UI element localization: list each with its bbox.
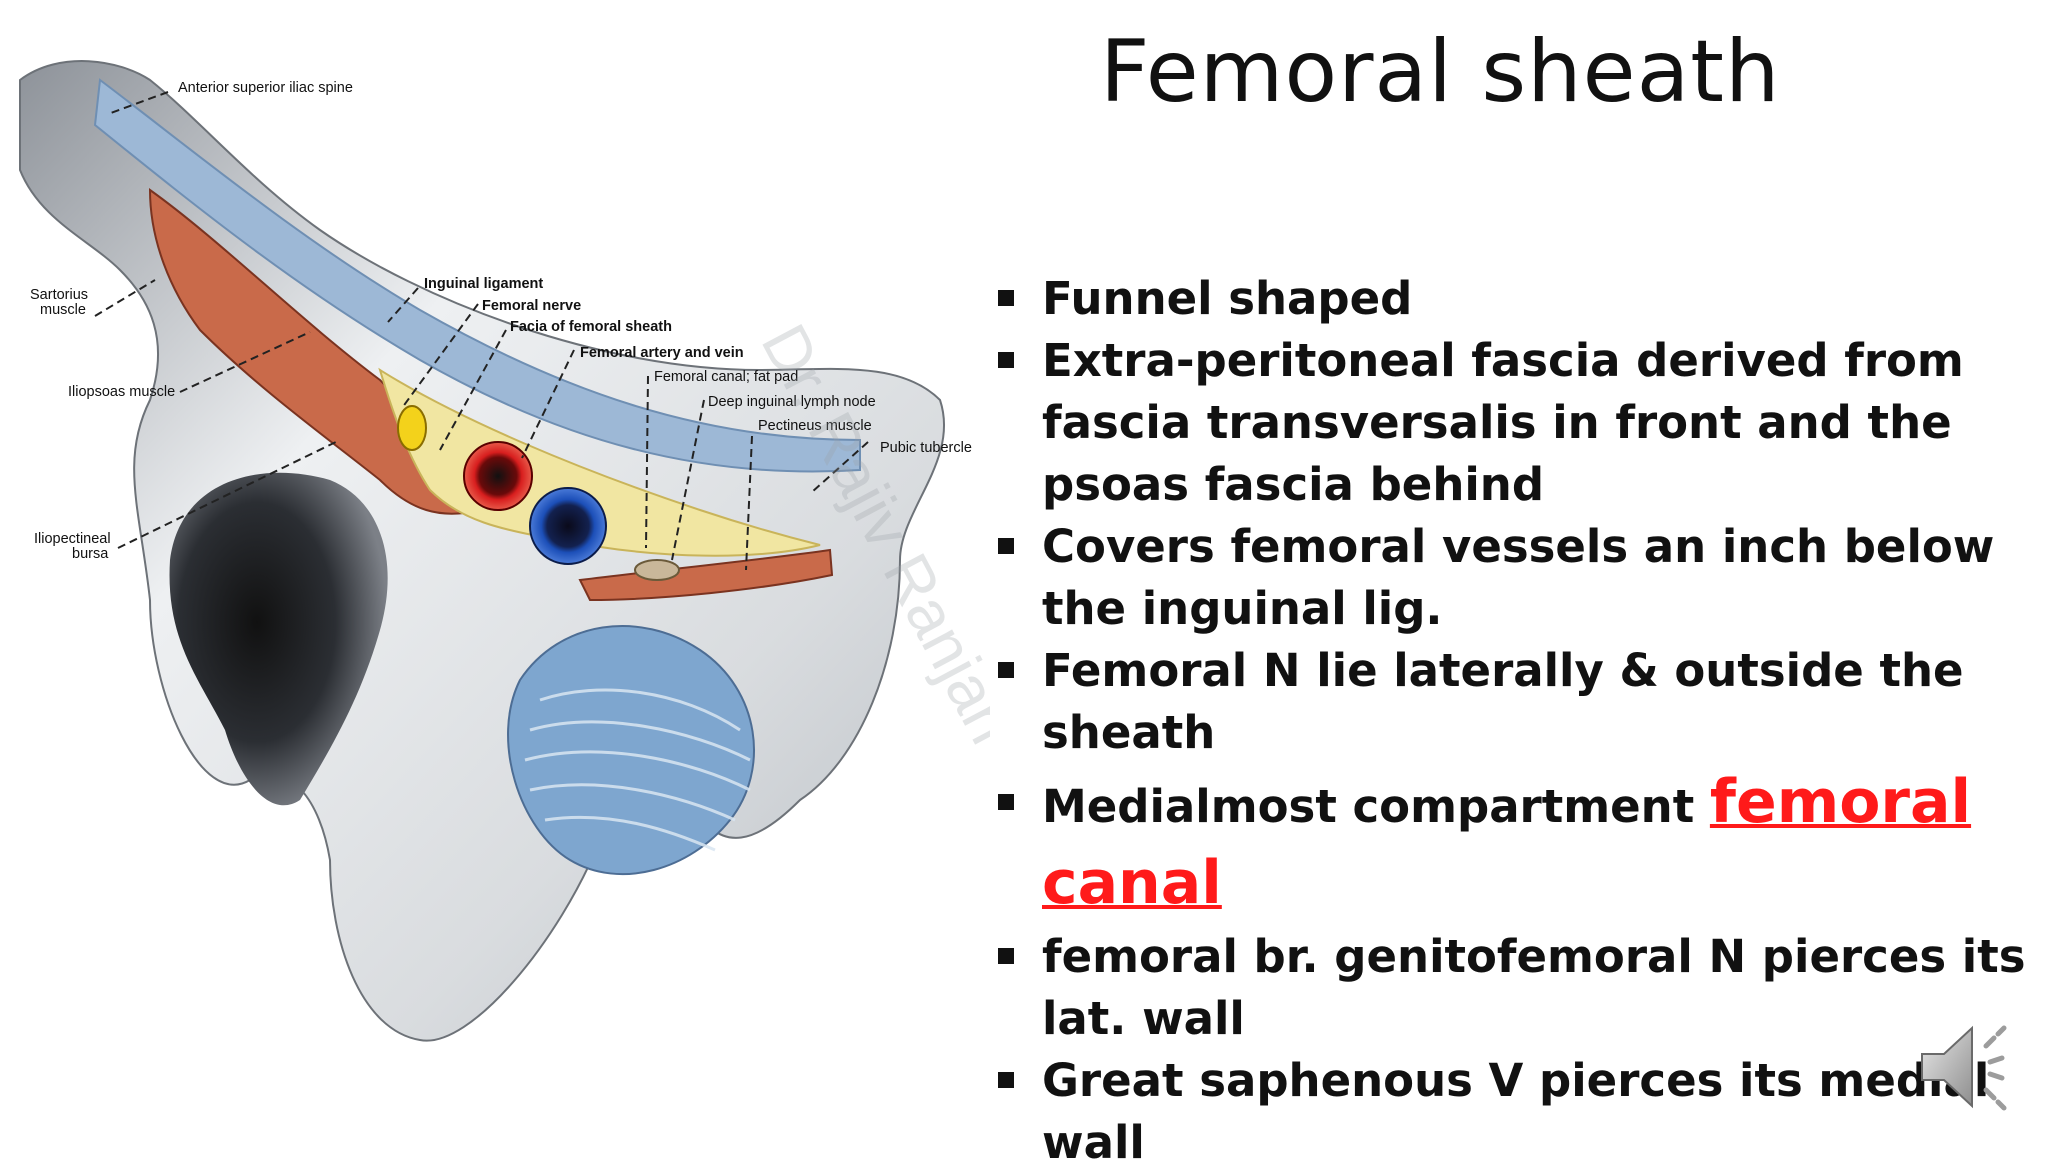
speaker-icon[interactable] bbox=[1914, 1012, 2024, 1122]
bullet-item: Femoral N lie laterally & outside the sh… bbox=[990, 640, 2040, 764]
label-lymph-node: Deep inguinal lymph node bbox=[708, 394, 876, 410]
bullet-item: Extra-peritoneal fascia derived from fas… bbox=[990, 330, 2040, 516]
acetabulum bbox=[169, 472, 388, 806]
anatomy-figure: Anterior superior iliac spine Sartorius … bbox=[0, 40, 990, 1100]
lymph-node bbox=[634, 559, 680, 581]
bullet-item: Great saphenous V pierces its medial wal… bbox=[990, 1050, 2040, 1174]
label-inguinal-ligament: Inguinal ligament bbox=[424, 276, 543, 292]
bullet-item: Funnel shaped bbox=[990, 268, 2040, 330]
bullet-item: femoral br. genitofemoral N pierces its … bbox=[990, 926, 2040, 1050]
label-artery-vein: Femoral artery and vein bbox=[580, 345, 744, 361]
bullet-square-icon bbox=[998, 290, 1014, 306]
label-asis: Anterior superior iliac spine bbox=[178, 80, 353, 96]
label-iliopectineal-1: Iliopectineal bbox=[34, 531, 111, 547]
femoral-sheath-illustration: Anterior superior iliac spine Sartorius … bbox=[19, 60, 990, 1042]
femoral-artery bbox=[463, 441, 533, 511]
bullet-list: Funnel shaped Extra-peritoneal fascia de… bbox=[990, 268, 2040, 1174]
label-sartorius-1: Sartorius bbox=[30, 287, 88, 303]
bullet-square-icon bbox=[998, 1072, 1014, 1088]
bullet-square-icon bbox=[998, 662, 1014, 678]
bullet-square-icon bbox=[998, 948, 1014, 964]
label-iliopsoas: Iliopsoas muscle bbox=[68, 384, 175, 400]
obturator-membrane bbox=[507, 625, 755, 875]
slide-title: Femoral sheath bbox=[1100, 22, 1781, 122]
bullet-item: Covers femoral vessels an inch below the… bbox=[990, 516, 2040, 640]
label-iliopectineal-2: bursa bbox=[72, 546, 109, 562]
bullet-square-icon bbox=[998, 794, 1014, 810]
femoral-nerve bbox=[397, 405, 427, 451]
label-pectineus: Pectineus muscle bbox=[758, 418, 872, 434]
label-facia: Facia of femoral sheath bbox=[510, 319, 672, 335]
label-sartorius-2: muscle bbox=[40, 302, 86, 318]
femoral-canal-highlight: femoral canal bbox=[1042, 767, 1972, 918]
inguinal-ligament-band bbox=[93, 78, 861, 473]
bullet-square-icon bbox=[998, 538, 1014, 554]
bullet-square-icon bbox=[998, 352, 1014, 368]
label-femoral-nerve: Femoral nerve bbox=[482, 298, 581, 314]
label-pubic-tubercle: Pubic tubercle bbox=[880, 440, 972, 456]
bullet-item: Medialmost compartment femoral canal bbox=[990, 764, 2040, 926]
femoral-vein bbox=[529, 487, 607, 565]
label-femoral-canal: Femoral canal; fat pad bbox=[654, 369, 798, 385]
